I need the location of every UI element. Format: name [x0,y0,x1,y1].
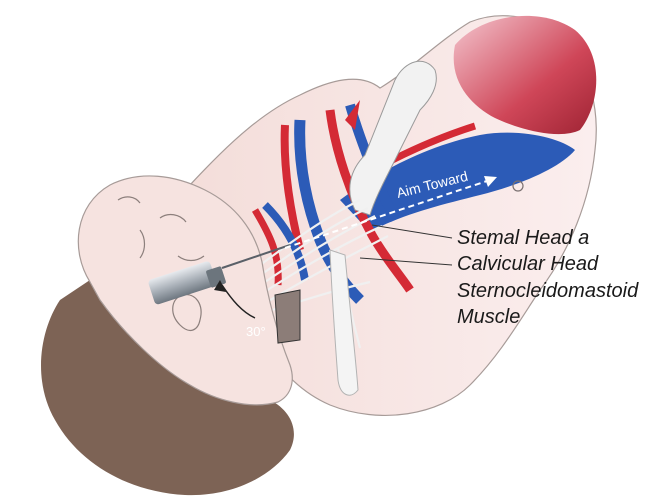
sternal-head-label: Stemal Head a [457,227,589,249]
muscle-word-label: Muscle [457,306,520,328]
muscle-name-label: Sternocleidomastoid [457,280,639,302]
clavicular-head-label: Calvicular Head [457,253,599,275]
angle-label: 30° [246,324,266,339]
angle-wedge [275,290,300,343]
